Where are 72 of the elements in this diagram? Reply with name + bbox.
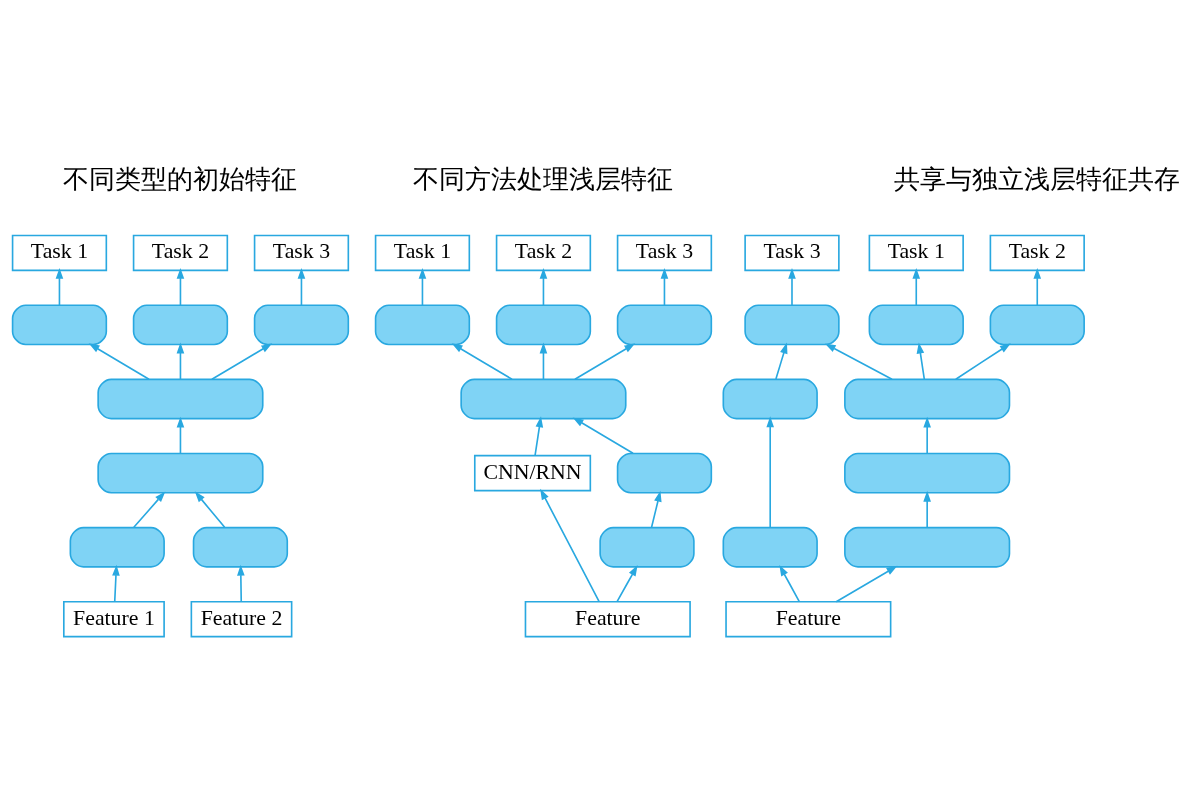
arrow	[297, 267, 306, 306]
node-box	[132, 303, 229, 345]
node-box	[192, 526, 289, 568]
node-box	[97, 378, 264, 419]
node-box	[844, 378, 1011, 419]
arrow	[418, 267, 427, 306]
arrow	[824, 342, 893, 380]
node-box: Task 1	[868, 234, 964, 271]
node-box: Task 3	[616, 234, 713, 271]
arrow	[954, 342, 1011, 380]
arrow	[923, 416, 931, 454]
node-box: Feature 1	[63, 600, 165, 637]
arrow	[788, 267, 796, 306]
label: 共享与独立浅层特征共存	[894, 163, 1181, 194]
arrow	[55, 267, 64, 306]
arrow	[574, 342, 636, 380]
arrow	[616, 564, 638, 602]
node-box: Task 3	[744, 234, 840, 271]
node-box	[460, 378, 627, 419]
arrow	[835, 565, 898, 603]
node-box	[495, 303, 592, 345]
arrow	[916, 342, 926, 380]
node-box	[989, 303, 1085, 345]
node-box: Task 2	[132, 234, 229, 271]
node-box	[616, 452, 713, 494]
node-box	[844, 452, 1011, 494]
node-box	[844, 526, 1011, 568]
arrow	[176, 416, 185, 454]
node-box	[69, 526, 165, 568]
arrow	[176, 267, 185, 306]
arrow	[539, 267, 548, 306]
node-box	[722, 526, 818, 568]
arrow	[1033, 267, 1042, 306]
node-box: CNN/RNN	[473, 454, 592, 491]
arrow	[112, 564, 120, 602]
arrow	[539, 342, 548, 380]
node-box	[599, 526, 695, 568]
node-box	[616, 303, 713, 345]
node-box	[97, 452, 264, 494]
arrow	[923, 490, 931, 528]
node-box: Task 2	[989, 234, 1085, 271]
arrow	[534, 415, 544, 456]
node-box	[868, 303, 964, 345]
node-box	[11, 303, 108, 345]
arrow	[766, 415, 774, 528]
node-box: Feature	[725, 600, 892, 637]
arrow	[650, 490, 662, 528]
node-box: Task 1	[11, 234, 108, 271]
node-box	[253, 303, 350, 345]
node-box: Feature	[524, 600, 691, 637]
arrow	[237, 564, 245, 602]
node-box	[374, 303, 471, 345]
node-box	[744, 303, 840, 345]
arrow	[779, 564, 801, 602]
arrow	[451, 342, 513, 380]
arrow	[133, 490, 166, 528]
arrow	[176, 342, 185, 380]
node-box	[722, 378, 818, 419]
node-box: Task 1	[374, 234, 471, 271]
arrow	[912, 267, 921, 306]
arrow	[572, 416, 634, 454]
arrow	[660, 267, 669, 306]
node-box: Task 3	[253, 234, 350, 271]
arrow	[540, 488, 600, 602]
node-box: Task 2	[495, 234, 592, 271]
arrow	[775, 342, 788, 380]
arrow	[88, 342, 150, 380]
label: 不同类型的初始特征	[63, 163, 298, 194]
arrow	[211, 342, 273, 380]
node-box: Feature 2	[190, 600, 293, 637]
arrow	[194, 490, 226, 528]
label: 不同方法处理浅层特征	[413, 163, 674, 194]
